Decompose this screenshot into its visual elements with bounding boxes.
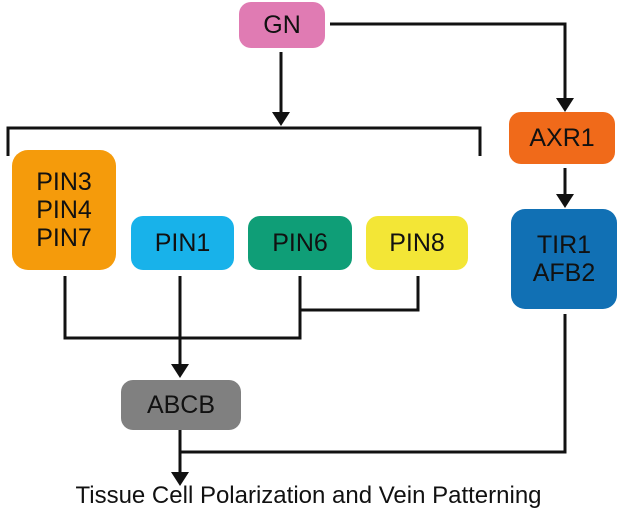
pin6-node: PIN6 xyxy=(248,216,352,270)
pin8-join-line xyxy=(300,276,420,312)
gn-label: GN xyxy=(263,11,301,39)
gn-node: GN xyxy=(239,2,325,48)
pin1-node: PIN1 xyxy=(131,216,234,270)
pin347-node: PIN3 PIN4 PIN7 xyxy=(12,150,116,270)
arrowhead-abcb xyxy=(171,364,189,378)
pin347-to-abcb-line xyxy=(63,276,302,340)
output-caption: Tissue Cell Polarization and Vein Patter… xyxy=(75,482,542,509)
abcb-label: ABCB xyxy=(146,391,216,419)
axr1-node: AXR1 xyxy=(509,112,615,164)
arrowhead-output xyxy=(171,472,189,486)
arrowhead-axr1 xyxy=(556,98,574,112)
pin1-label: PIN1 xyxy=(154,229,211,257)
pin6-label: PIN6 xyxy=(272,229,328,257)
pin8-node: PIN8 xyxy=(366,216,468,270)
pin4-label: PIN4 xyxy=(36,196,92,224)
afb2-label: AFB2 xyxy=(532,259,596,287)
pin8-label: PIN8 xyxy=(389,229,445,257)
tir1-afb2-node: TIR1 AFB2 xyxy=(511,209,617,309)
gn-to-axr1-line xyxy=(330,22,567,100)
pin-group-bracket xyxy=(6,126,482,156)
tir-to-output-line xyxy=(180,314,567,454)
abcb-node: ABCB xyxy=(121,380,241,430)
arrowhead-tir xyxy=(556,194,574,208)
axr1-label: AXR1 xyxy=(529,124,595,152)
pin3-label: PIN3 xyxy=(36,168,92,196)
tir1-label: TIR1 xyxy=(536,231,592,259)
pin7-label: PIN7 xyxy=(36,224,92,252)
arrowhead-bracket xyxy=(272,112,290,126)
